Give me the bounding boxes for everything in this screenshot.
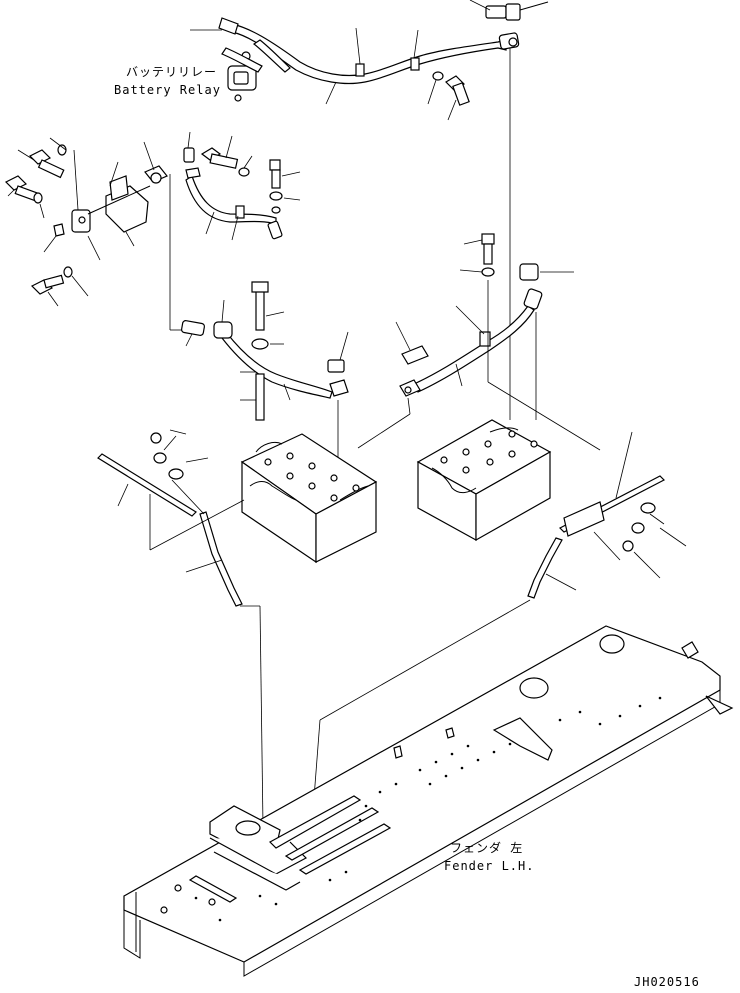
leader-lines-right-cable xyxy=(357,239,601,451)
right-battery-cable xyxy=(399,233,543,397)
fender-label-jp: フェンダ 左 xyxy=(450,840,523,855)
right-battery xyxy=(416,419,552,542)
top-battery-cable xyxy=(218,17,520,85)
battery-relay-label-jp: バッテリリレー xyxy=(126,65,217,79)
fender-label-en: Fender L.H. xyxy=(444,859,534,873)
relay-bolt xyxy=(432,71,470,106)
battery-relay xyxy=(221,47,263,102)
leader-lines-top xyxy=(190,0,511,420)
left-battery-cable xyxy=(181,281,349,421)
battery-relay-label-en: Battery Relay xyxy=(114,83,221,97)
right-hold-down-bar xyxy=(527,475,666,599)
leader-lines-left xyxy=(7,137,155,307)
middle-short-cable xyxy=(183,147,283,240)
relay-bracket-group xyxy=(71,165,168,233)
drawing-code: JH020516 xyxy=(634,975,700,989)
left-hold-down-bar xyxy=(97,432,243,607)
left-battery xyxy=(240,433,378,564)
leader-lines-right-bar xyxy=(309,431,687,851)
fender-holes xyxy=(194,696,662,922)
mid-bolts xyxy=(200,147,283,214)
top-terminal-bolt xyxy=(485,1,549,21)
left-bolts xyxy=(4,144,73,295)
fender-left xyxy=(123,625,734,977)
